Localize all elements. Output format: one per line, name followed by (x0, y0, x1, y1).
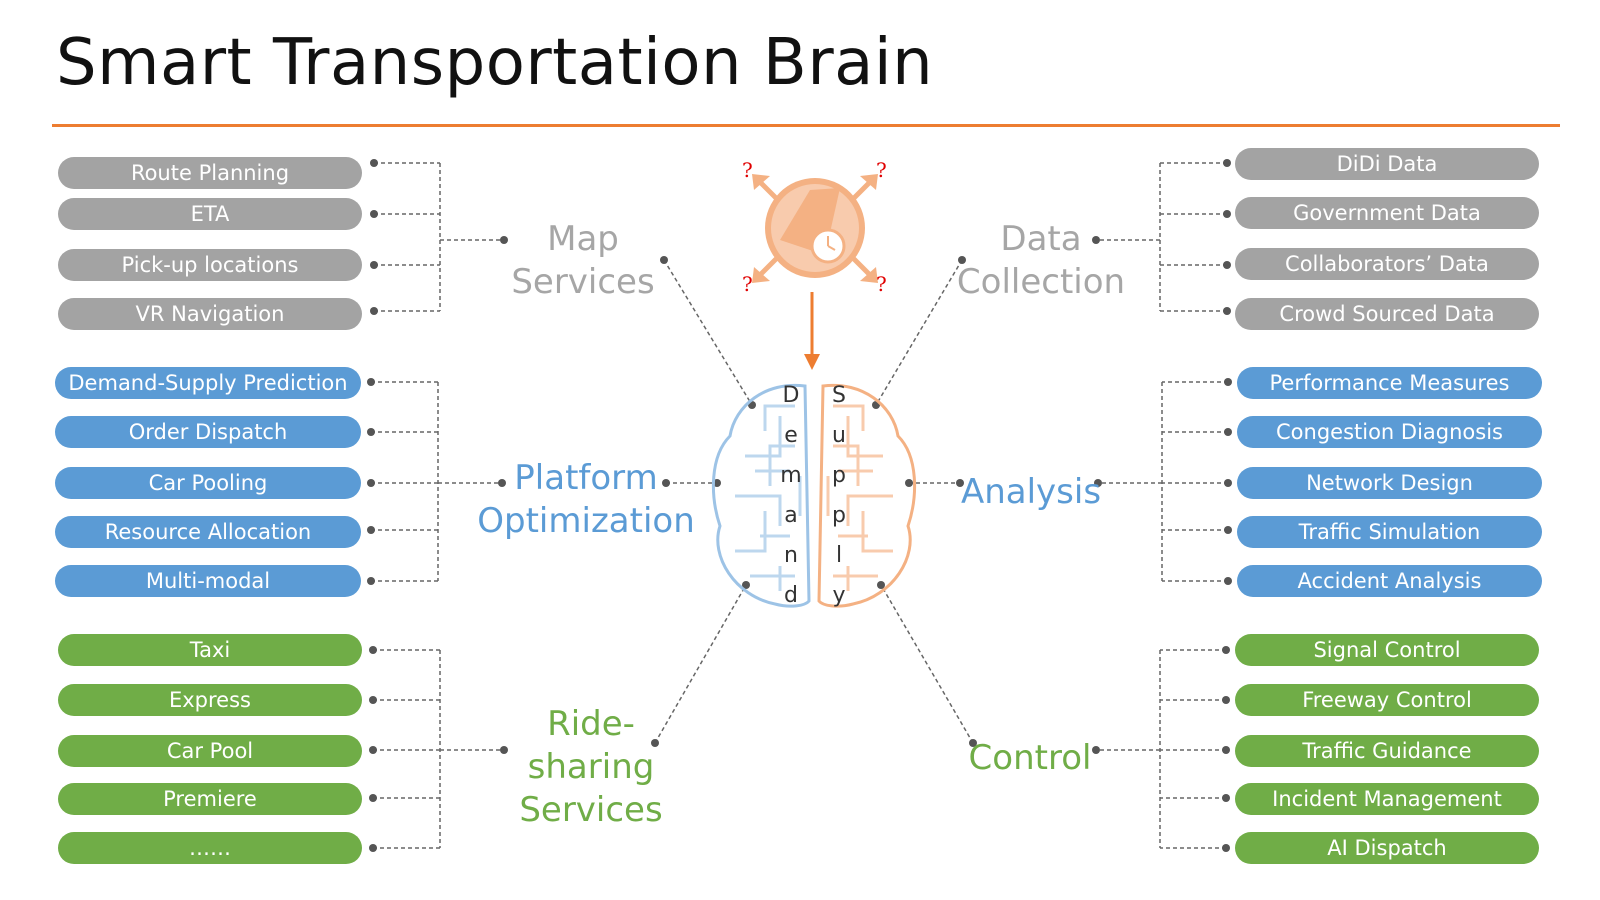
circuit-brain-icon (711, 383, 917, 608)
category-label-line: Services (511, 262, 655, 302)
category-control: Control (968, 738, 1092, 778)
category-ride-sharing: Ride-sharing Services (486, 703, 696, 832)
brain-supply-letter: S (832, 383, 846, 408)
question-mark: ? (742, 272, 753, 296)
control-item: Traffic Guidance (1235, 735, 1539, 767)
brain-demand-letter: a (784, 503, 798, 528)
brain-supply-letter: y (832, 583, 846, 608)
traffic-hub-icon (752, 174, 878, 283)
brain-demand-letter: n (784, 543, 798, 568)
map-service-item: ETA (58, 198, 362, 230)
control-item: Freeway Control (1235, 684, 1539, 716)
control-item: AI Dispatch (1235, 832, 1539, 864)
brain-supply-letter: p (832, 463, 846, 488)
analysis-item: Network Design (1237, 467, 1542, 499)
map-service-item: Pick-up locations (58, 249, 362, 281)
platform-optimization-item: Car Pooling (55, 467, 361, 499)
ride-sharing-item: Express (58, 684, 362, 716)
page-title: Smart Transportation Brain (56, 26, 934, 100)
platform-optimization-item: Multi-modal (55, 565, 361, 597)
category-data-collection: Data Collection (950, 218, 1132, 304)
data-collection-item: Crowd Sourced Data (1235, 298, 1539, 330)
brain-supply-letter: l (835, 543, 843, 568)
question-mark: ? (742, 158, 753, 182)
ride-sharing-item: …… (58, 832, 362, 864)
ride-sharing-item: Taxi (58, 634, 362, 666)
brain-demand-letter: e (784, 423, 798, 448)
platform-optimization-item: Order Dispatch (55, 416, 361, 448)
question-mark: ? (876, 158, 887, 182)
category-label-line: Data (1000, 219, 1082, 259)
analysis-item: Accident Analysis (1237, 565, 1542, 597)
category-analysis: Analysis (960, 472, 1102, 512)
ride-sharing-item: Premiere (58, 783, 362, 815)
data-collection-item: Government Data (1235, 197, 1539, 229)
brain-supply-letter: u (832, 423, 846, 448)
title-divider (52, 124, 1560, 127)
analysis-item: Performance Measures (1237, 367, 1542, 399)
brain-demand-letter: d (784, 583, 798, 608)
map-service-item: VR Navigation (58, 298, 362, 330)
platform-optimization-item: Demand-Supply Prediction (55, 367, 361, 399)
control-item: Signal Control (1235, 634, 1539, 666)
platform-optimization-item: Resource Allocation (55, 516, 361, 548)
category-label-line: Optimization (477, 501, 695, 541)
category-label-line: Map (547, 219, 619, 259)
brain-demand-letter: D (782, 383, 800, 408)
category-platform-optimization: Platform Optimization (476, 457, 696, 543)
ride-sharing-item: Car Pool (58, 735, 362, 767)
category-label-line: Collection (956, 262, 1126, 302)
question-mark: ? (876, 272, 887, 296)
category-label-line: Platform (514, 458, 658, 498)
analysis-item: Congestion Diagnosis (1237, 416, 1542, 448)
category-label-line: Services (519, 790, 663, 830)
brain-demand-letter: m (780, 463, 802, 488)
brain-supply-letter: p (832, 503, 846, 528)
category-label-line: Ride-sharing (527, 704, 655, 787)
control-item: Incident Management (1235, 783, 1539, 815)
data-collection-item: DiDi Data (1235, 148, 1539, 180)
category-map-services: Map Services (498, 218, 668, 304)
analysis-item: Traffic Simulation (1237, 516, 1542, 548)
map-service-item: Route Planning (58, 157, 362, 189)
data-collection-item: Collaborators’ Data (1235, 248, 1539, 280)
